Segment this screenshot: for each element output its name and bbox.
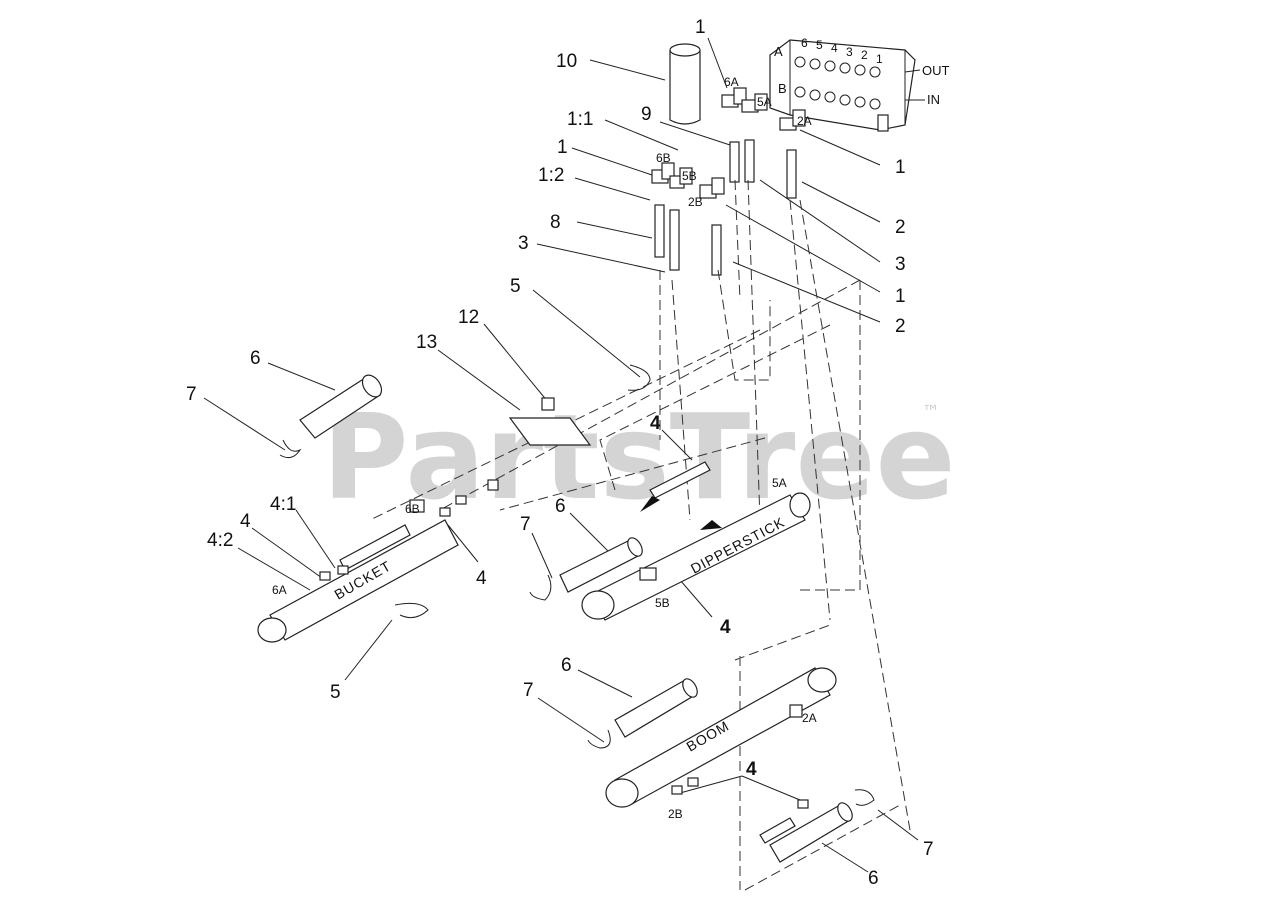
boom-port-2a: 2A [802,711,817,725]
dipper-port-5b: 5B [655,596,670,610]
clip-7-right[interactable] [854,789,875,806]
clamp-bolt-12[interactable] [541,397,555,411]
callout-1-1[interactable]: 1:1 [567,109,593,130]
protective-sleeve-6-boom[interactable] [614,676,700,738]
callout-4-2[interactable]: 4:2 [207,530,233,551]
hose-assembly-5b[interactable] [669,209,680,271]
callout-4-left[interactable]: 4 [240,511,251,532]
callout-8[interactable]: 8 [550,212,561,233]
boom-port-2b: 2B [668,807,683,821]
callout-13[interactable]: 13 [416,332,437,353]
valve-port-a-label: A [774,44,783,59]
bucket-port-6b: 6B [405,502,420,516]
hose-assembly-6a[interactable] [729,141,740,183]
callout-4-1[interactable]: 4:1 [270,494,296,515]
callout-6-boom[interactable]: 6 [561,655,572,676]
callout-5-top[interactable]: 5 [510,276,521,297]
elbow-fitting-6a[interactable] [721,87,747,108]
dipperstick-cylinder[interactable] [581,492,811,621]
bucket-hose-fittings[interactable] [319,479,499,581]
boom-hose[interactable] [759,817,796,844]
protective-sleeve-6-mid[interactable] [559,535,645,593]
valve-section-6: 6 [801,36,808,50]
hose-assembly-6b[interactable] [654,204,665,258]
watermark-trademark: ™ [922,402,940,423]
clip-5-upper[interactable] [627,364,651,391]
control-valve[interactable] [769,39,925,132]
valve-in-label: IN [927,92,940,107]
callout-6-left[interactable]: 6 [250,348,261,369]
callout-1-left[interactable]: 1 [557,137,568,158]
watermark: PartsTree [322,388,956,526]
callout-4-mid[interactable]: 4 [650,413,661,434]
clip-7-mid[interactable] [529,574,552,601]
callout-1-top[interactable]: 1 [695,17,706,38]
clip-5-lower[interactable] [394,602,429,619]
arrow-marker-lower [700,520,722,530]
port-5b: 5B [682,169,697,183]
dipper-port-5a: 5A [772,476,787,490]
elbow-fitting-6b[interactable] [651,162,675,184]
valve-section-3: 3 [846,45,853,59]
arrow-marker-upper [640,496,660,512]
callout-9[interactable]: 9 [641,104,652,125]
callout-3-left[interactable]: 3 [518,233,529,254]
callout-10[interactable]: 10 [556,51,577,72]
clamp-plate-13[interactable] [508,417,592,446]
valve-section-2: 2 [861,48,868,62]
callout-7-right[interactable]: 7 [923,839,934,860]
callout-5-bottom[interactable]: 5 [330,682,341,703]
port-5a: 5A [757,95,772,109]
callout-4-bucket[interactable]: 4 [476,568,487,589]
callout-6-mid[interactable]: 6 [555,496,566,517]
valve-section-4: 4 [831,41,838,55]
boom-hose-fittings[interactable] [671,777,809,809]
hose-assembly-2a[interactable] [786,149,797,199]
callout-2-right-a[interactable]: 2 [895,217,906,238]
elbow-fitting-2a[interactable] [779,109,806,131]
callout-7-mid[interactable]: 7 [520,514,531,535]
port-6a: 6A [724,75,739,89]
port-2a: 2A [797,114,812,128]
callout-1-2[interactable]: 1:2 [538,165,564,186]
hose-sleeve-10[interactable] [669,43,701,125]
leader-lines [203,37,919,873]
boom-cylinder[interactable] [605,667,837,808]
bucket-cylinder[interactable] [257,499,459,643]
port-6b: 6B [656,151,671,165]
callout-4-dipper[interactable]: 4 [720,617,731,638]
valve-section-1: 1 [876,52,883,66]
valve-port-b-label: B [778,81,787,96]
protective-sleeve-6-bottom[interactable] [769,800,855,863]
bucket-port-6a: 6A [272,583,287,597]
dipperstick-hose[interactable] [649,461,711,499]
callout-6-bottom[interactable]: 6 [868,868,879,889]
callout-7-boom[interactable]: 7 [523,680,534,701]
valve-section-5: 5 [816,38,823,52]
callout-1-right-b[interactable]: 1 [895,286,906,307]
port-2b: 2B [688,195,703,209]
protective-sleeve-6-left[interactable] [299,372,385,439]
callout-12[interactable]: 12 [458,307,479,328]
callout-7-left[interactable]: 7 [186,384,197,405]
elbow-fitting-5a[interactable] [741,93,768,113]
callout-4-boom[interactable]: 4 [746,759,757,780]
valve-out-label: OUT [922,63,950,78]
elbow-fitting-5b[interactable] [669,167,693,189]
elbow-fitting-2b[interactable] [699,177,725,199]
callout-2-right-b[interactable]: 2 [895,316,906,337]
hose-assembly-2b[interactable] [711,224,722,276]
clip-7-boom[interactable] [587,729,611,749]
callout-1-right-a[interactable]: 1 [895,157,906,178]
hose-assembly-5a[interactable] [744,139,755,183]
clip-7-left[interactable] [279,439,302,459]
callout-3-right[interactable]: 3 [895,254,906,275]
